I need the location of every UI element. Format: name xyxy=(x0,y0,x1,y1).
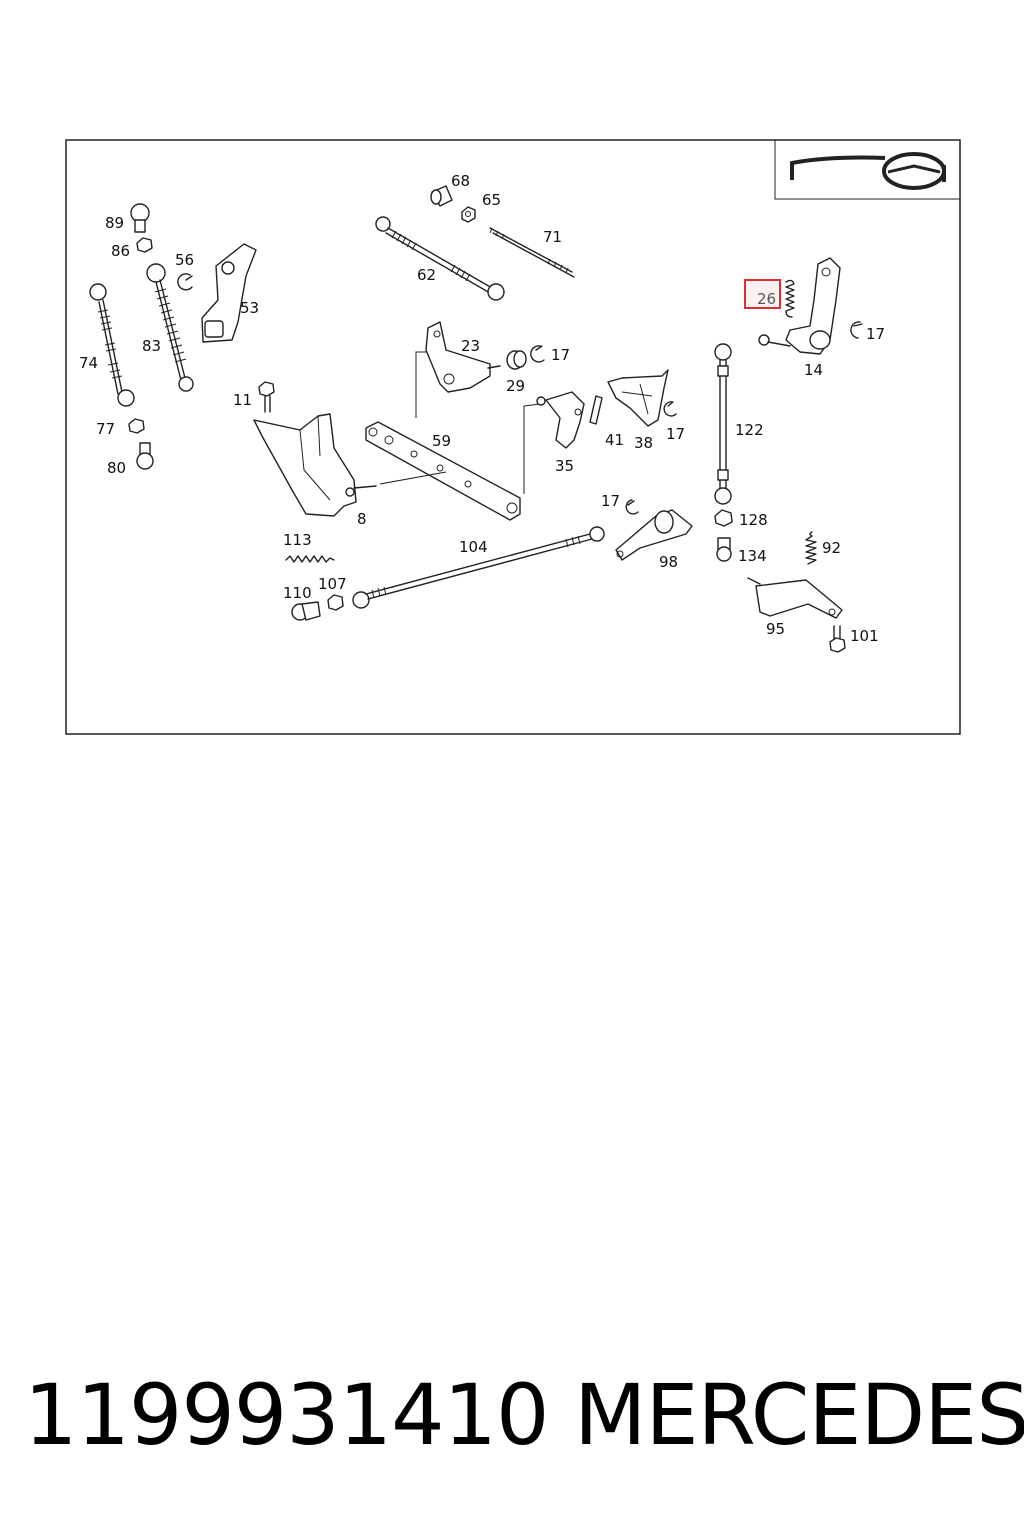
callout-95: 95 xyxy=(766,620,785,638)
part-74-icon xyxy=(89,283,135,407)
part-101-icon xyxy=(829,625,846,653)
callout-77: 77 xyxy=(96,420,115,438)
callout-17b: 17 xyxy=(866,325,885,343)
callout-83: 83 xyxy=(142,337,161,355)
callout-134: 134 xyxy=(738,547,767,565)
callout-17a: 17 xyxy=(551,346,570,364)
part-17-clip-icon xyxy=(530,345,545,363)
callout-65: 65 xyxy=(482,191,501,209)
part-53-icon xyxy=(201,243,257,343)
callout-17d: 17 xyxy=(601,492,620,510)
parts-diagram: 68 65 71 62 89 86 56 53 74 83 23 17 29 2… xyxy=(65,139,961,735)
callout-68: 68 xyxy=(451,172,470,190)
callout-107: 107 xyxy=(318,575,347,593)
callout-11: 11 xyxy=(233,391,252,409)
part-71-icon xyxy=(489,227,575,278)
callout-41: 41 xyxy=(605,431,624,449)
callout-29: 29 xyxy=(506,377,525,395)
part-65-icon xyxy=(461,206,476,223)
part-17-clip-icon xyxy=(850,321,863,339)
steering-wheel-icon xyxy=(774,140,960,200)
part-92-icon xyxy=(805,531,817,565)
callout-113: 113 xyxy=(283,531,312,549)
part-104-icon xyxy=(352,526,605,609)
callout-98: 98 xyxy=(659,553,678,571)
brand-name: MERCEDES xyxy=(574,1366,1024,1464)
part-56-icon xyxy=(177,273,193,291)
callout-101: 101 xyxy=(850,627,879,645)
callout-110: 110 xyxy=(283,584,312,602)
part-62-icon xyxy=(375,216,505,301)
part-11-icon xyxy=(258,381,275,413)
callout-14: 14 xyxy=(804,361,823,379)
callout-26: 26 xyxy=(757,290,776,308)
part-23-icon xyxy=(425,321,501,393)
callout-92: 92 xyxy=(822,539,841,557)
callout-26-highlight xyxy=(744,279,781,309)
part-134-icon xyxy=(716,537,732,562)
callout-86: 86 xyxy=(111,242,130,260)
part-86-icon xyxy=(136,237,153,253)
part-17-clip-icon xyxy=(625,499,639,515)
callout-62: 62 xyxy=(417,266,436,284)
part-number: 1199931410 xyxy=(24,1366,549,1464)
callout-128: 128 xyxy=(739,511,768,529)
callout-74: 74 xyxy=(79,354,98,372)
part-35-icon xyxy=(536,391,585,449)
part-83-icon xyxy=(146,263,194,392)
callout-53: 53 xyxy=(240,299,259,317)
part-38-icon xyxy=(607,369,669,427)
callout-122: 122 xyxy=(735,421,764,439)
part-128-icon xyxy=(714,509,733,527)
callout-35: 35 xyxy=(555,457,574,475)
part-122-icon xyxy=(714,343,732,505)
callout-80: 80 xyxy=(107,459,126,477)
part-26-icon xyxy=(785,279,795,318)
part-110-icon xyxy=(291,601,321,621)
callout-8: 8 xyxy=(357,510,367,528)
callout-17c: 17 xyxy=(666,425,685,443)
part-68-icon xyxy=(430,185,453,207)
part-17-clip-icon xyxy=(663,401,677,417)
part-95-icon xyxy=(747,577,843,619)
leader-lines xyxy=(379,351,541,494)
part-29-icon xyxy=(506,350,527,370)
part-107-icon xyxy=(327,594,344,611)
callout-59: 59 xyxy=(432,432,451,450)
part-77-icon xyxy=(128,418,145,434)
footer: 1199931410 MERCEDES xyxy=(0,1365,1024,1475)
part-8-icon xyxy=(253,413,377,517)
callout-38: 38 xyxy=(634,434,653,452)
callout-23: 23 xyxy=(461,337,480,355)
callout-104: 104 xyxy=(459,538,488,556)
part-59-icon xyxy=(365,421,521,521)
callout-89: 89 xyxy=(105,214,124,232)
part-98-icon xyxy=(615,509,693,561)
part-80-icon xyxy=(136,442,154,470)
part-113-icon xyxy=(285,555,335,563)
callout-71: 71 xyxy=(543,228,562,246)
part-89-icon xyxy=(130,203,150,233)
callout-56: 56 xyxy=(175,251,194,269)
diagram-frame xyxy=(65,139,961,735)
part-14-icon xyxy=(758,257,841,355)
part-41-icon xyxy=(589,395,603,425)
